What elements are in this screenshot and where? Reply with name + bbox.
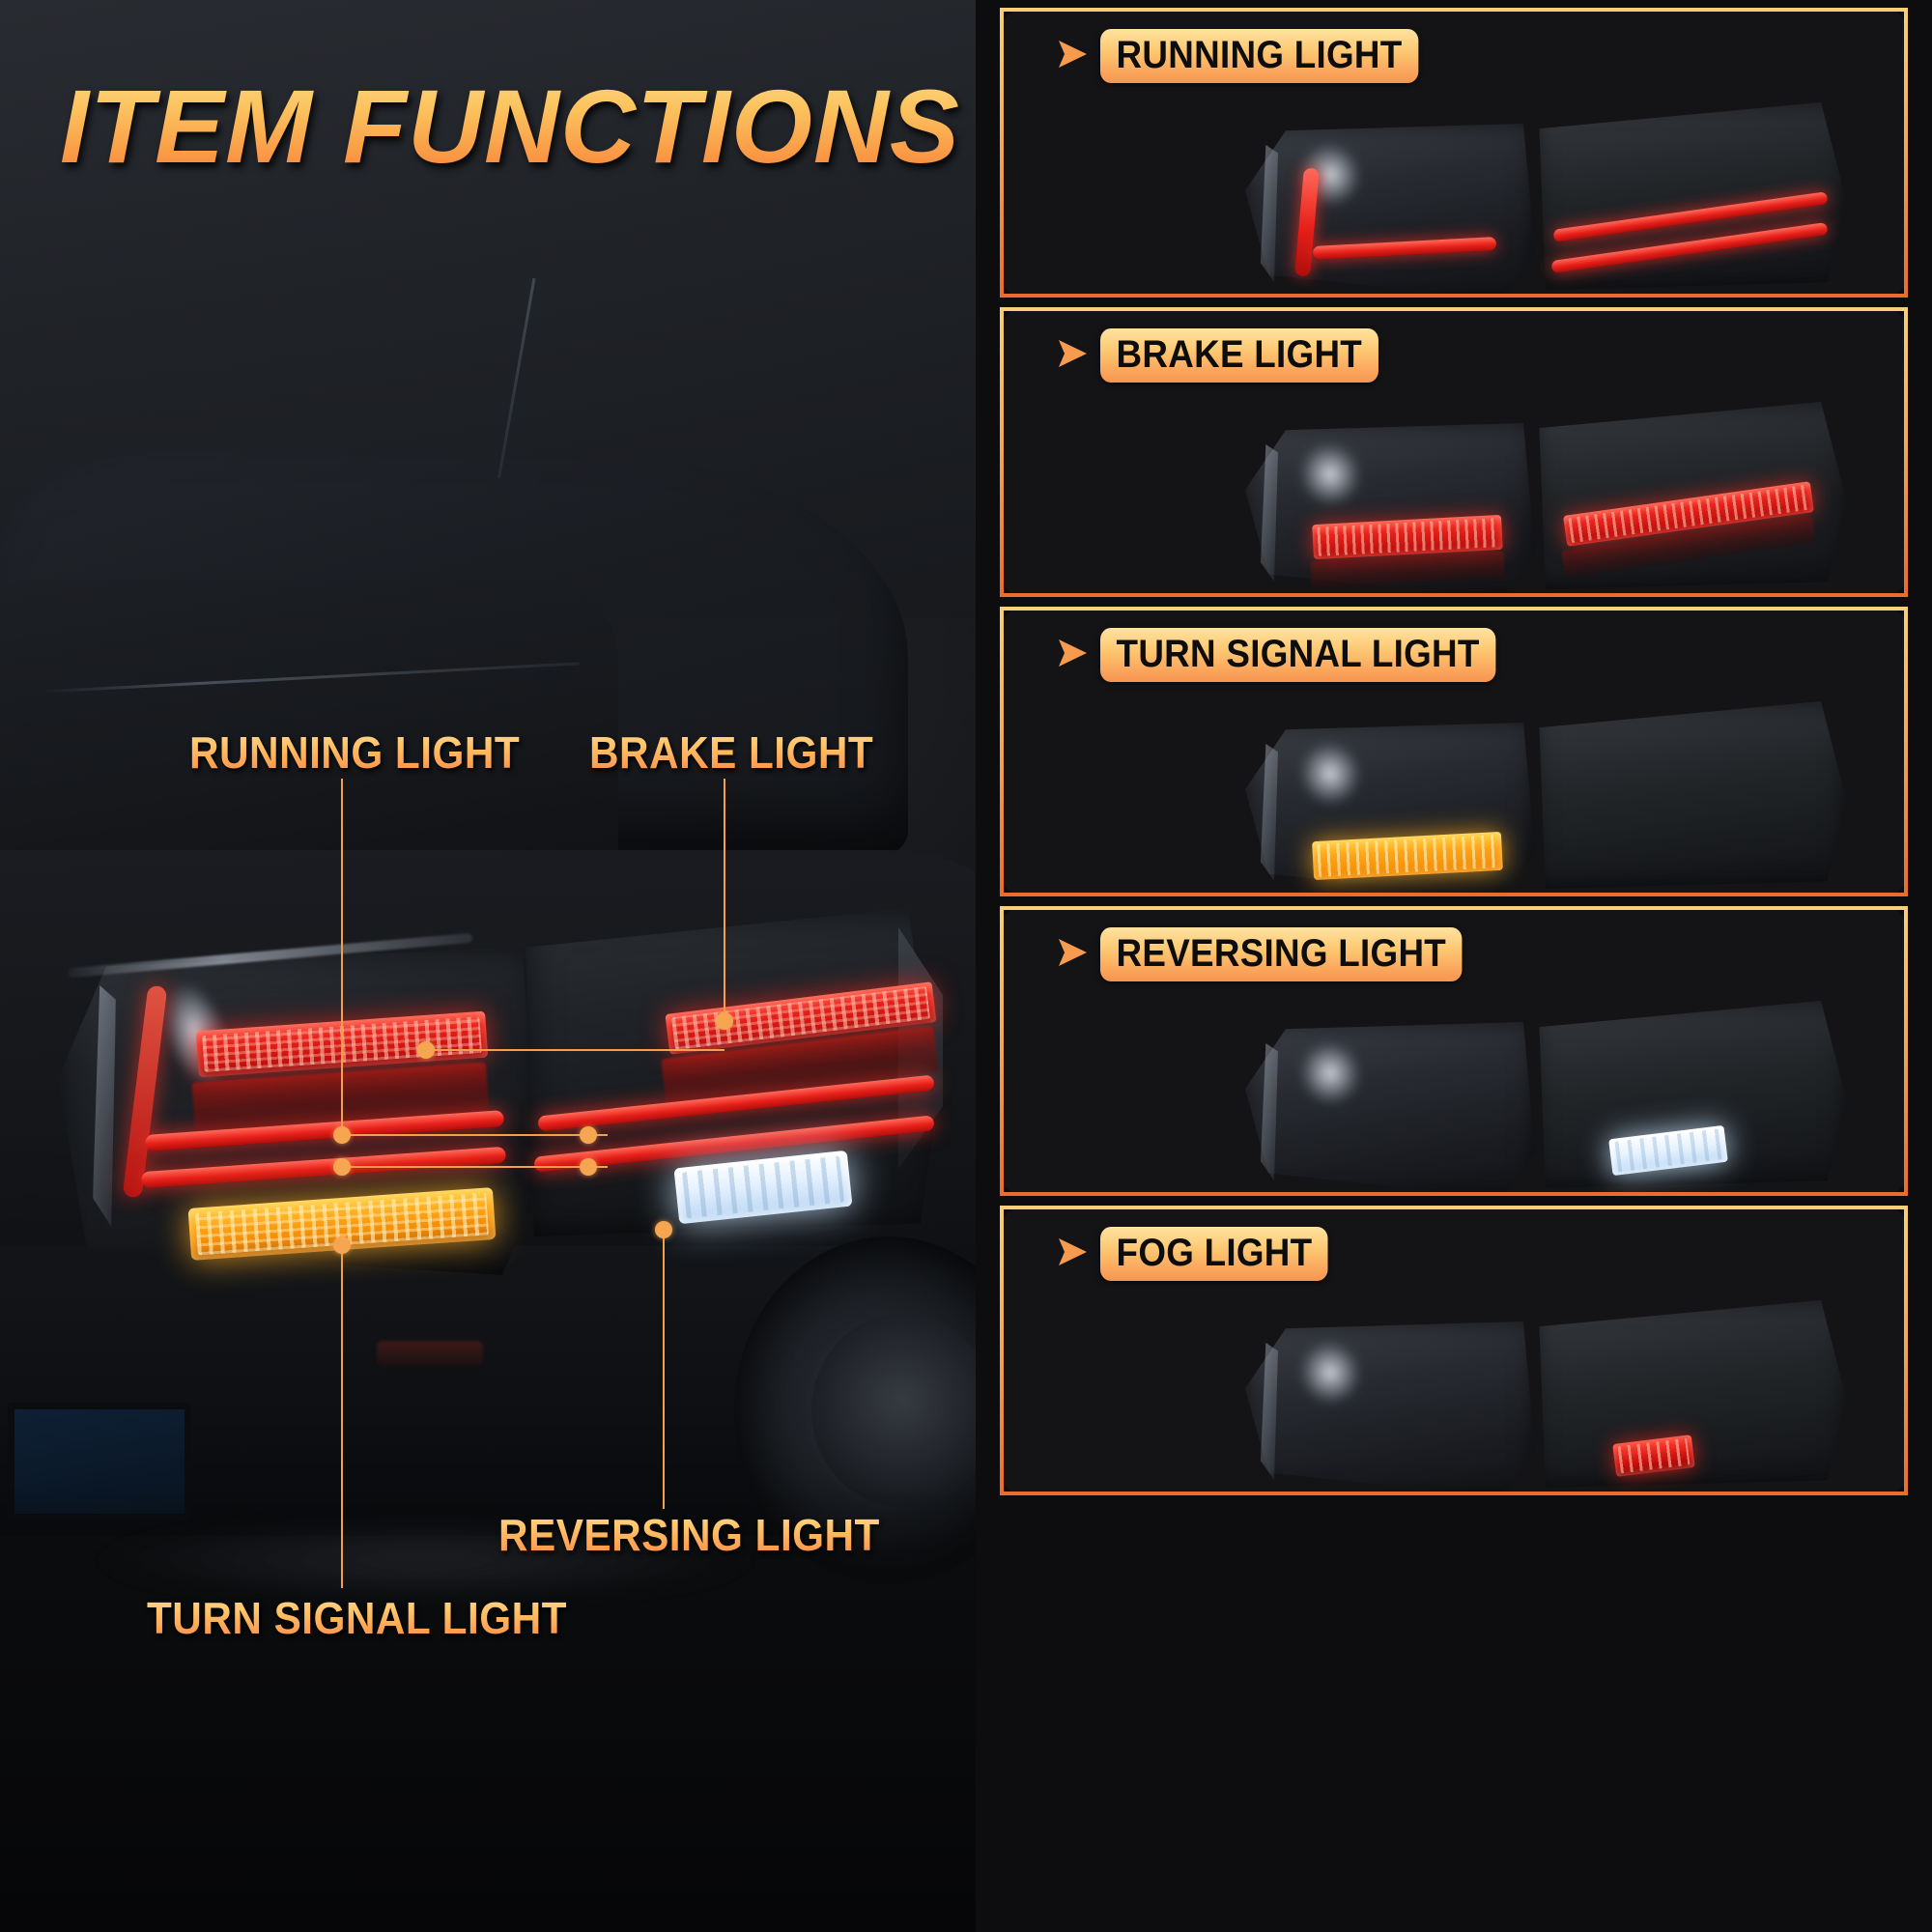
bumper-reflector (377, 1341, 483, 1366)
callout-reversing-light: REVERSING LIGHT (498, 1510, 880, 1560)
leader-dot-running-1 (333, 1126, 351, 1144)
leader-line-running-2 (341, 1166, 608, 1168)
callout-turn-signal-light: TURN SIGNAL LIGHT (147, 1593, 567, 1643)
leader-dot-reversing (655, 1221, 672, 1238)
leader-line-running-3 (341, 1134, 608, 1136)
play-arrow-icon (1050, 33, 1093, 80)
leader-dot-brake-right (716, 1012, 733, 1030)
page-title: ITEM FUNCTIONS (60, 68, 960, 185)
mini-right-lens (1539, 701, 1846, 889)
mini-chrome-trim (1261, 145, 1278, 282)
panel-4-label: REVERSING LIGHT (1100, 927, 1463, 982)
panel-5-label: FOG LIGHT (1100, 1227, 1328, 1282)
panel-3-label: TURN SIGNAL LIGHT (1100, 628, 1496, 683)
panel-2-taillight-image (1245, 396, 1846, 593)
mini-chrome-trim (1261, 444, 1278, 582)
floor-shadow (0, 1488, 976, 1932)
panel-brake-light[interactable]: BRAKE LIGHT (1000, 307, 1908, 597)
floor-light-sheen (0, 1488, 908, 1633)
leader-line-running (341, 779, 343, 1134)
panel-3-header: TURN SIGNAL LIGHT (1050, 628, 1530, 683)
leader-dot-brake-left (417, 1041, 435, 1059)
leader-dot-running-4 (580, 1158, 597, 1176)
panel-2-label: BRAKE LIGHT (1100, 328, 1378, 384)
play-arrow-icon (1050, 931, 1093, 979)
panel-1-taillight-image (1245, 97, 1846, 294)
mini-chrome-trim (1261, 1043, 1278, 1180)
callout-brake-light: BRAKE LIGHT (589, 727, 874, 778)
panel-5-header: FOG LIGHT (1050, 1227, 1348, 1282)
wheel-hubcap (811, 1314, 976, 1507)
leader-line-turn (341, 1244, 343, 1588)
panel-5-taillight-image (1245, 1294, 1846, 1492)
leader-line-brake-2 (425, 1049, 724, 1051)
play-arrow-icon (1050, 1231, 1093, 1278)
leader-dot-running-2 (333, 1158, 351, 1176)
callout-running-light: RUNNING LIGHT (189, 727, 521, 778)
panel-3-taillight-image (1245, 696, 1846, 893)
hero-product-photo: ITEM FUNCTIONS RUNNING LIGHT BRAKE LIGHT… (0, 0, 976, 1932)
leader-dot-turn (333, 1236, 351, 1254)
car-side-window (0, 580, 618, 869)
panel-1-header: RUNNING LIGHT (1050, 29, 1446, 84)
panel-2-header: BRAKE LIGHT (1050, 328, 1403, 384)
mini-chrome-trim (1261, 744, 1278, 881)
panel-running-light[interactable]: RUNNING LIGHT (1000, 8, 1908, 298)
play-arrow-icon (1050, 632, 1093, 679)
leader-line-brake (724, 779, 725, 1020)
function-panel-column: RUNNING LIGHT BRAKE LIGHT (976, 0, 1932, 1932)
mini-chrome-trim (1261, 1343, 1278, 1480)
panel-turn-signal-light[interactable]: TURN SIGNAL LIGHT (1000, 607, 1908, 896)
panel-4-taillight-image (1245, 995, 1846, 1192)
leader-line-reversing (663, 1229, 665, 1509)
play-arrow-icon (1050, 332, 1093, 380)
panel-4-header: REVERSING LIGHT (1050, 927, 1493, 982)
leader-dot-running-3 (580, 1126, 597, 1144)
panel-reversing-light[interactable]: REVERSING LIGHT (1000, 906, 1908, 1196)
panel-fog-light[interactable]: FOG LIGHT (1000, 1206, 1908, 1495)
panel-1-label: RUNNING LIGHT (1100, 29, 1419, 84)
